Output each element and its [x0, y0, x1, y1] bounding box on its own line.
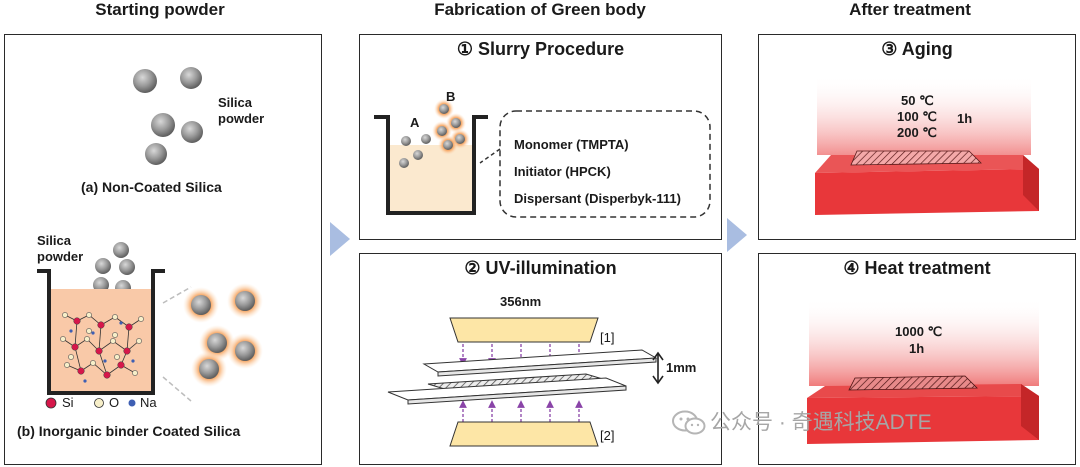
aging-temp-50: 50 ℃: [901, 93, 934, 108]
na-atoms: [69, 321, 135, 383]
coated-silica-particles: [183, 283, 263, 387]
slurry-particles-b: [432, 99, 470, 155]
starting-powder-panel: Silica powder (a) Non-Coated Silica Sili…: [4, 34, 322, 465]
aging-sample: [850, 150, 982, 166]
slurry-label-a: A: [410, 115, 420, 130]
coated-caption: (b) Inorganic binder Coated Silica: [17, 423, 241, 439]
legend-si-label: Si: [62, 395, 74, 410]
column-title-after: After treatment: [849, 0, 971, 19]
aging-graphic: [815, 75, 1039, 215]
heat-graphic: [807, 298, 1039, 444]
non-coated-silica-particles: [133, 67, 203, 165]
slurry-particles-a: [399, 134, 431, 168]
uv-illumination-title: ② UV-illumination: [464, 258, 617, 278]
legend-o-label: O: [109, 395, 120, 410]
slurry-component-dispersant: Dispersant (Disperbyk-111): [514, 191, 681, 206]
aging-temp-200: 200 ℃: [897, 125, 937, 140]
slurry-procedure-title: ① Slurry Procedure: [456, 39, 625, 59]
silica-powder-label-b: Silica powder: [37, 233, 84, 264]
binder-beaker: [37, 269, 165, 395]
silica-powder-label-a: Silica powder: [218, 95, 265, 126]
heat-time: 1h: [909, 341, 925, 356]
slurry-procedure-panel: ① Slurry Procedure A B Monomer (TMPTA) I…: [359, 34, 722, 240]
uv-lamp-top: [449, 317, 599, 343]
heat-sample: [848, 375, 978, 391]
slurry-component-initiator: Initiator (HPCK): [514, 164, 611, 179]
non-coated-caption: (a) Non-Coated Silica: [81, 179, 222, 195]
uv-lamp-label-1: [1]: [600, 330, 615, 345]
uv-graphic: [387, 317, 664, 447]
uv-lamp-label-2: [2]: [600, 428, 615, 443]
legend-na-label: Na: [140, 395, 157, 410]
aging-title: ③ Aging: [881, 39, 953, 59]
slurry-label-b: B: [446, 89, 456, 104]
thickness-indicator: [652, 351, 664, 385]
uv-illumination-panel: ② UV-illumination: [359, 253, 722, 465]
flow-arrow-1: [330, 222, 350, 256]
column-title-fabrication: Fabrication of Green body: [434, 0, 646, 19]
column-title-starting: Starting powder: [95, 0, 225, 19]
element-legend-dots: [45, 397, 136, 409]
falling-silica-powder: [93, 242, 135, 296]
thickness-label: 1mm: [666, 360, 697, 375]
heat-treatment-panel: ④ Heat treatment 1000 ℃ 1h: [758, 253, 1076, 465]
si-atoms: [71, 317, 133, 379]
slurry-component-monomer: Monomer (TMPTA): [514, 137, 629, 152]
uv-wavelength-label: 356nm: [500, 294, 542, 309]
slurry-graphic: [374, 99, 711, 218]
watermark-text: 公众号 · 奇遇科技ADTE: [710, 411, 932, 434]
aging-time: 1h: [957, 111, 973, 126]
aging-panel: ③ Aging 50 ℃ 100 ℃ 200 ℃ 1h: [758, 34, 1076, 240]
heat-temp: 1000 ℃: [895, 324, 943, 339]
flow-arrow-2: [727, 218, 747, 252]
o-atoms: [60, 312, 144, 376]
uv-rays-bottom: [459, 400, 583, 422]
uv-lamp-bottom: [449, 421, 599, 447]
wechat-icon: [672, 410, 706, 435]
starting-powder-graphic: [37, 67, 263, 409]
heat-treatment-title: ④ Heat treatment: [843, 258, 991, 278]
aging-temp-100: 100 ℃: [897, 109, 937, 124]
